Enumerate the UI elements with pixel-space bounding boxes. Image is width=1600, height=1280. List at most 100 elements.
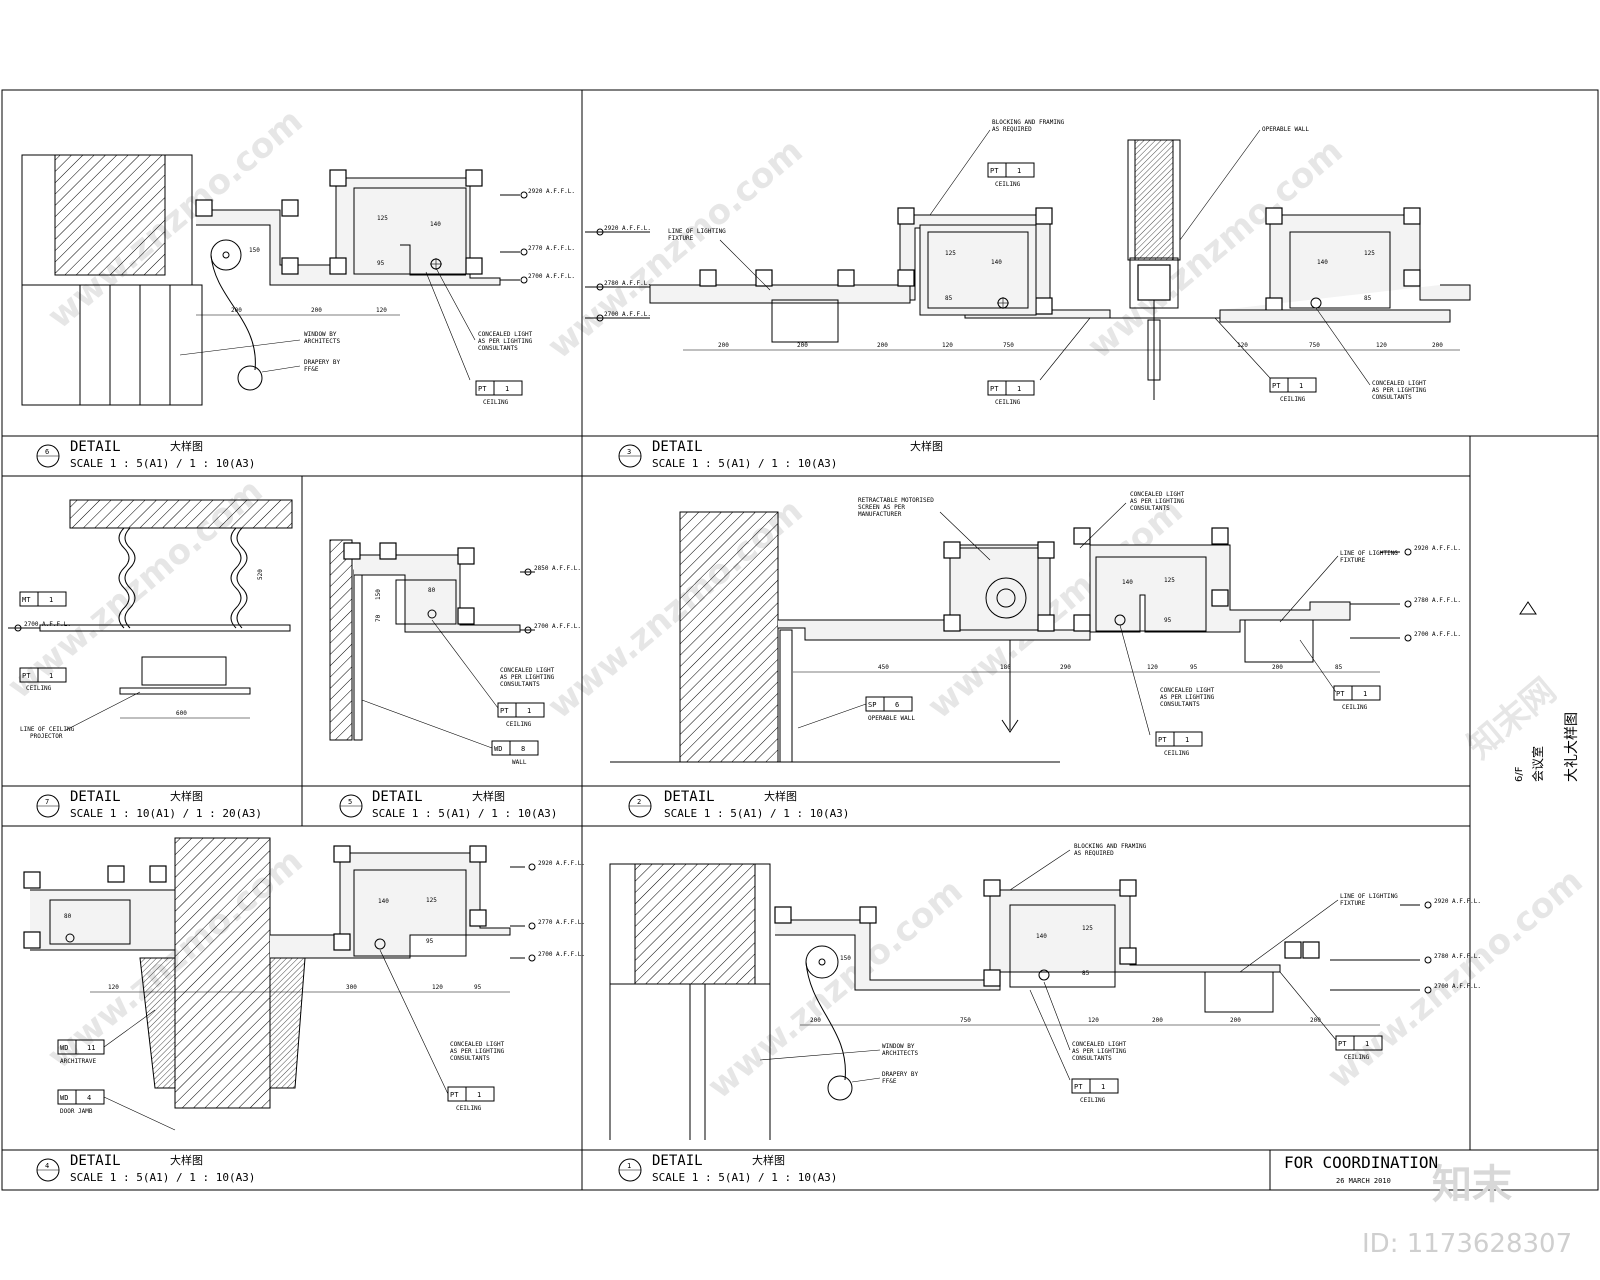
svg-text:DETAIL: DETAIL (664, 789, 715, 805)
note-text: CEILING (1280, 396, 1306, 403)
note-text: AS PER LIGHTING (1130, 498, 1185, 505)
material-tag: 4 (87, 1094, 91, 1102)
note-text: BLOCKING AND FRAMING (1074, 843, 1147, 850)
note-text: CONSULTANTS (1130, 505, 1170, 512)
note-text: CEILING (483, 399, 509, 406)
note-text: CONSULTANTS (450, 1055, 490, 1062)
detail-title-4: 4 DETAIL 大样图 SCALE 1 : 5(A1) / 1 : 10(A3… (36, 1153, 255, 1184)
note-text: CEILING (1080, 1097, 1106, 1104)
svg-text:DETAIL: DETAIL (70, 1153, 121, 1169)
dim-text: 70 (375, 614, 382, 622)
note-text: SCREEN AS PER (858, 504, 905, 511)
level-marker: 2920 A.F.F.L. (1434, 898, 1481, 905)
level-marker: 2700 A.F.F.L. (534, 623, 581, 630)
note-text: CEILING (995, 181, 1021, 188)
note-text: LINE OF LIGHTING (668, 228, 726, 235)
watermark-text: www.znzmo.com (540, 131, 810, 367)
detail-3-drawing: 200 200 200 120 750 120 750 120 200 140 … (585, 119, 1471, 406)
svg-text:大样图: 大样图 (910, 439, 943, 453)
note-text: CEILING (1164, 750, 1190, 757)
detail-5-drawing: 80 150 70 2850 A.F.F.L. 2700 A.F.F.L. CO… (329, 539, 581, 766)
level-marker: 2850 A.F.F.L. (534, 565, 581, 572)
dim-text: 750 (1003, 342, 1014, 349)
svg-text:大样图: 大样图 (472, 789, 505, 803)
material-tag: 1 (1017, 167, 1021, 175)
note-text: CONSULTANTS (1072, 1055, 1112, 1062)
dim-text: 120 (1147, 664, 1158, 671)
detail-2-drawing: 450 180 290 120 95 200 85 140 125 95 292… (610, 491, 1461, 763)
dim-text: 200 (797, 342, 808, 349)
svg-text:5: 5 (348, 798, 352, 806)
material-tag: 1 (477, 1091, 481, 1099)
dim-text: 95 (1190, 664, 1198, 671)
sheet-side-small: 6/F (1514, 766, 1525, 782)
dim-text: 95 (426, 938, 434, 945)
note-text: DOOR JAMB (60, 1108, 93, 1115)
level-marker: 2780 A.F.F.L. (1414, 597, 1461, 604)
note-text: FF&E (304, 366, 319, 373)
detail-title-7: 7 DETAIL 大样图 SCALE 1 : 10(A1) / 1 : 20(A… (36, 789, 262, 820)
note-text: LINE OF LIGHTING (1340, 893, 1398, 900)
dim-text: 290 (1060, 664, 1071, 671)
level-marker: 2920 A.F.F.L. (538, 860, 585, 867)
note-text: ARCHITECTS (304, 338, 341, 345)
material-tag: 6 (895, 701, 899, 709)
detail-title-6: 6 DETAIL 大样图 SCALE 1 : 5(A1) / 1 : 10(A3… (36, 439, 255, 470)
svg-text:SCALE 1 : 10(A1) / 1 : 20(A3): SCALE 1 : 10(A1) / 1 : 20(A3) (70, 807, 262, 820)
material-tag: 1 (1185, 736, 1189, 744)
note-text: CONSULTANTS (500, 681, 540, 688)
material-tag: SP (868, 701, 876, 709)
level-marker: 2780 A.F.F.L. (604, 280, 651, 287)
dim-text: 80 (428, 587, 436, 594)
level-marker: 2770 A.F.F.L. (528, 245, 575, 252)
dim-text: 95 (474, 984, 482, 991)
svg-text:DETAIL: DETAIL (372, 789, 423, 805)
dim-text: 750 (1309, 342, 1320, 349)
level-marker: 2780 A.F.F.L. (1434, 953, 1481, 960)
dim-text: 120 (942, 342, 953, 349)
level-marker: 2700 A.F.F.L. (528, 273, 575, 280)
dim-text: 85 (1364, 295, 1372, 302)
svg-text:6: 6 (45, 448, 49, 456)
material-tag: 1 (49, 596, 53, 604)
dim-text: 125 (377, 215, 388, 222)
material-tag: 1 (49, 672, 53, 680)
note-text: CONCEALED LIGHT (500, 667, 555, 674)
material-tag: PT (22, 672, 31, 680)
dim-text: 120 (1088, 1017, 1099, 1024)
detail-4-drawing: 120 300 120 95 80 140 125 95 2920 A.F.F.… (23, 837, 585, 1131)
dim-text: 120 (1237, 342, 1248, 349)
dim-text: 120 (432, 984, 443, 991)
dim-text: 95 (377, 260, 385, 267)
detail-6-drawing: 200 200 120 140 125 95 150 2920 A.F.F.L.… (21, 154, 575, 406)
dim-text: 150 (375, 589, 382, 600)
material-tag: PT (1158, 736, 1167, 744)
svg-text:DETAIL: DETAIL (70, 439, 121, 455)
level-marker: 2700 A.F.F.L. (538, 951, 585, 958)
sheet-title: 大礼大样图 (1564, 712, 1580, 782)
note-text: WINDOW BY (882, 1043, 915, 1050)
note-text: CONCEALED LIGHT (450, 1041, 505, 1048)
svg-text:3: 3 (627, 448, 631, 456)
dim-text: 85 (945, 295, 953, 302)
note-text: FIXTURE (668, 235, 694, 242)
note-text: CEILING (995, 399, 1021, 406)
dim-text: 150 (249, 247, 260, 254)
dim-text: 140 (1036, 933, 1047, 940)
dim-text: 125 (1164, 577, 1175, 584)
image-id: ID: 1173628307 (1362, 1229, 1572, 1259)
dim-text: 125 (1364, 250, 1375, 257)
status-stamp: FOR COORDINATION (1284, 1153, 1438, 1172)
north-triangle-icon (1519, 601, 1537, 615)
material-tag: 11 (87, 1044, 95, 1052)
sheet-frame (1, 89, 1599, 1191)
note-text: OPERABLE WALL (1262, 126, 1309, 133)
dim-text: 150 (840, 955, 851, 962)
title-block: FOR COORDINATION 26 MARCH 2010 6/F 会议室 大… (1284, 601, 1580, 1259)
svg-text:大样图: 大样图 (170, 1153, 203, 1167)
dim-text: 120 (376, 307, 387, 314)
dim-text: 200 (311, 307, 322, 314)
material-tag: 1 (1101, 1083, 1105, 1091)
note-text: FIXTURE (1340, 557, 1366, 564)
material-tag: PT (990, 167, 999, 175)
